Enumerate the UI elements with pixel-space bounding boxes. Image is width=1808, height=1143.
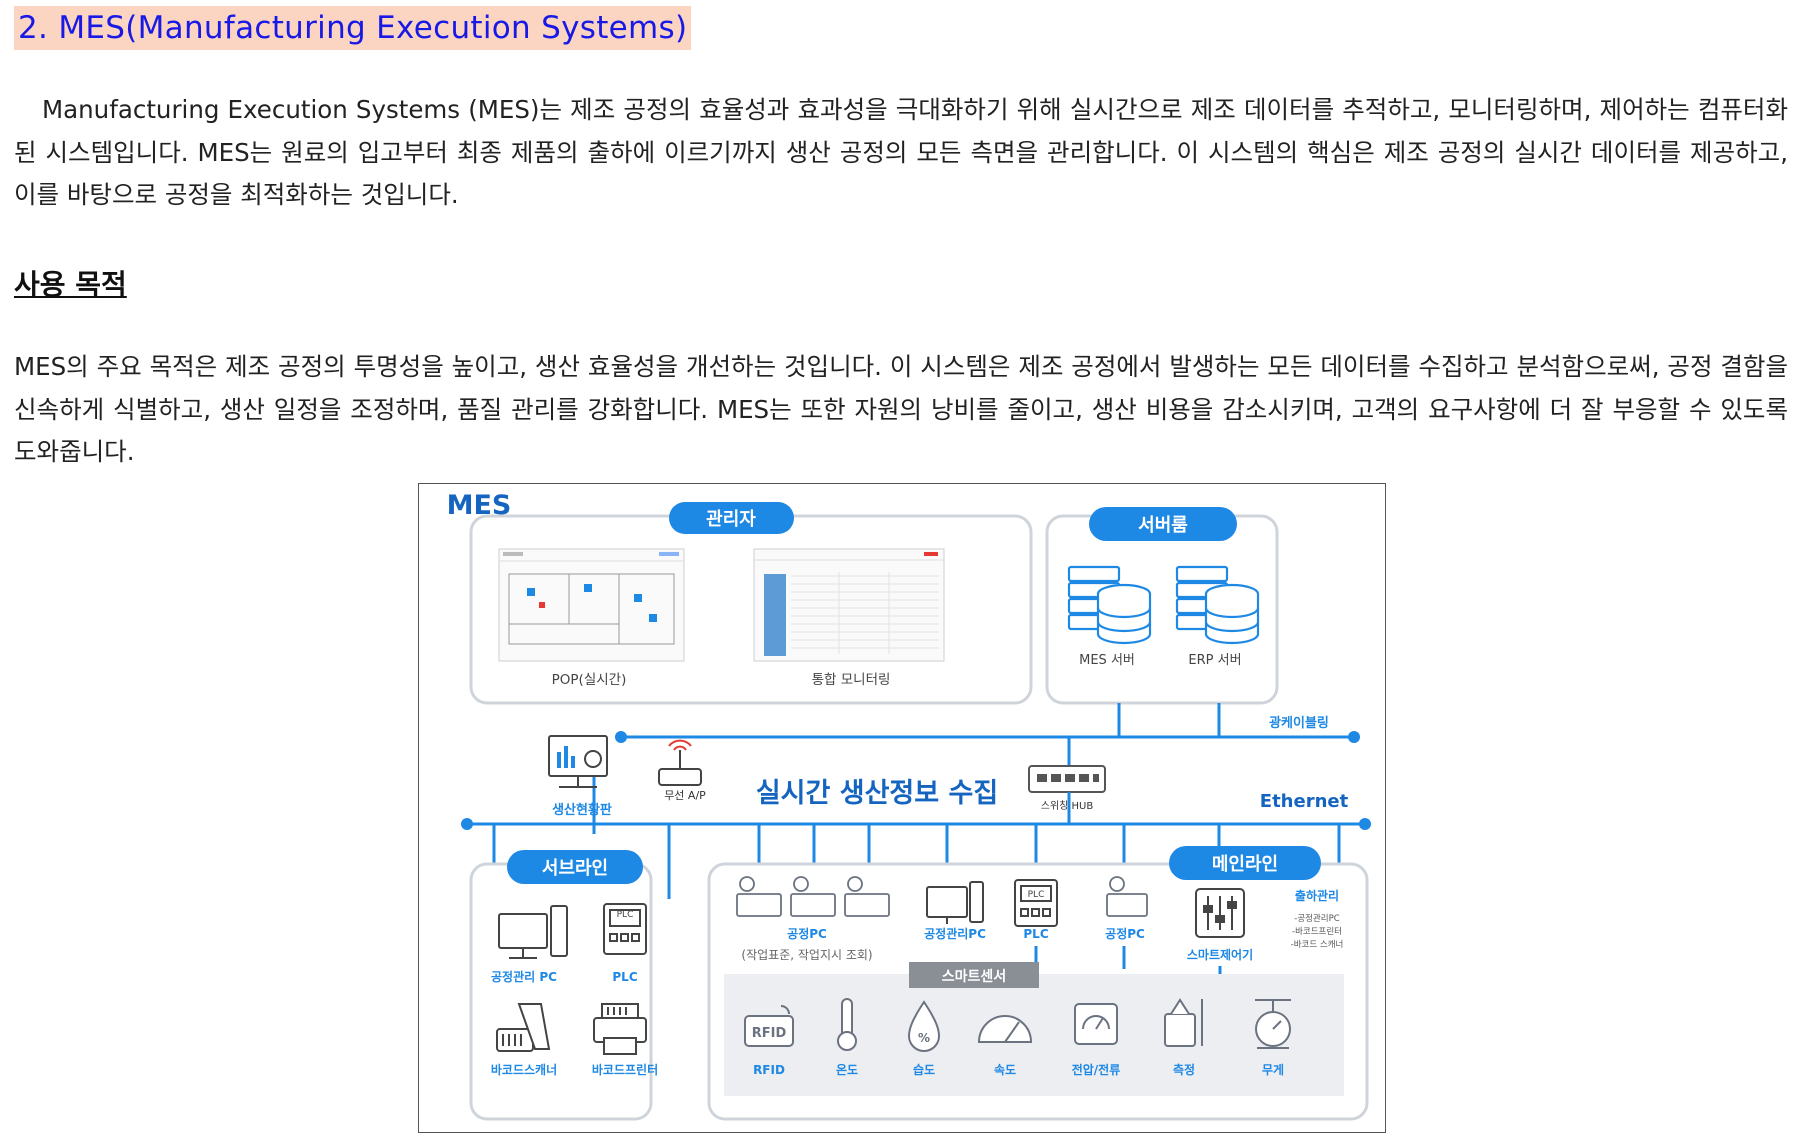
smart-sensor-panel [724,974,1344,1096]
fiber-lines [592,703,1354,834]
shipping-item: -바코드프린터 [1292,926,1342,937]
scale-icon [1255,999,1291,1049]
worker-pc-icon [736,876,890,917]
rfid-icon: RFID [744,1005,794,1047]
switching-hub-icon [1028,765,1106,793]
smart-sensor-badge-label: 스마트센서 [942,969,1006,985]
smart-controller-icon [1195,888,1245,938]
main-line-badge-label: 메인라인 [1212,854,1278,875]
sensor-label-rfid: RFID [753,1063,785,1077]
intro-paragraph: Manufacturing Execution Systems (MES)는 제… [14,95,1788,209]
main-plc-icon [1014,879,1058,927]
fiber-node [1348,731,1360,743]
worker-pc-2-icon [1106,876,1148,917]
smart-controller-label: 스마트제어기 [1187,947,1253,962]
purpose-subheading: 사용 목적 [14,268,127,301]
sensor-label-temperature: 온도 [836,1062,858,1077]
monitoring-screen-icon [753,548,945,662]
sensor-label-humidity: 습도 [913,1063,935,1077]
pop-label: POP(실시간) [552,672,627,688]
main-process-pc-label: 공정PC [787,926,827,941]
monitoring-label: 통합 모니터링 [812,672,891,688]
main-process-mgmt-pc-icon [926,881,984,924]
board-label: 생산현황판 [552,802,612,818]
admin-badge [669,502,794,534]
sub-process-pc-label: 공정관리 PC [491,969,557,984]
sub-plc-label: PLC [612,970,637,984]
center-label: 실시간 생산정보 수집 [756,778,998,809]
barcode-printer-label: 바코드프린터 [592,1062,658,1077]
erp-server-label: ERP 서버 [1188,653,1241,668]
sensor-label-speed: 속도 [994,1063,1016,1077]
main-process-mgmt-pc-label: 공정관리PC [924,926,986,941]
sub-line-box [469,862,653,1121]
humidity-icon: % [907,1000,941,1052]
erp-server-icon [1175,565,1260,645]
main-plc-screen-text: PLC [1028,890,1045,900]
sub-line-badge [507,850,643,884]
shipping-item: -바코드 스캐너 [1291,939,1344,950]
server-room-badge [1089,507,1237,541]
barcode-printer-icon [593,1003,647,1055]
ethernet-lines [467,792,1365,899]
barcode-scanner-icon [496,1003,551,1052]
section-heading: 2. MES(Manufacturing Execution Systems) [14,6,692,50]
main-process-pc-2-label: 공정PC [1105,926,1145,941]
mes-server-icon [1067,565,1152,645]
smart-sensor-badge [909,962,1039,988]
switch-hub-label: 스위칭 HUB [1041,799,1094,812]
server-room-badge-label: 서버룸 [1138,515,1188,536]
mes-server-label: MES 서버 [1079,653,1135,668]
admin-badge-label: 관리자 [706,509,756,530]
main-process-pc-note: (작업표준, 작업지시 조회) [741,948,872,962]
speed-gauge-icon [977,1015,1033,1043]
svg-text:RFID: RFID [752,1026,787,1041]
fiber-label: 광케이블링 [1269,715,1329,731]
shipping-label: 출하관리 [1295,888,1339,903]
sub-line-badge-label: 서브라인 [542,858,608,879]
sensor-label-weight: 무게 [1262,1063,1284,1077]
sensor-label-measure: 측정 [1173,1062,1195,1077]
thermometer-icon [837,998,857,1051]
sub-plc-screen-text: PLC [617,910,634,920]
main-line-badge [1169,846,1321,880]
sensor-label-voltage: 전압/전류 [1072,1062,1121,1077]
purpose-paragraph: MES의 주요 목적은 제조 공정의 투명성을 높이고, 생산 효율성을 개선하… [14,352,1788,466]
voltmeter-icon [1074,1003,1118,1045]
pop-screen-icon [498,548,685,662]
main-plc-label: PLC [1023,927,1048,941]
barcode-scanner-label: 바코드스캐너 [491,1062,557,1077]
ethernet-label: Ethernet [1260,791,1349,812]
svg-text:%: % [918,1031,930,1045]
fiber-node [615,731,627,743]
production-board-icon [548,735,608,788]
ethernet-node [1359,818,1371,830]
ethernet-node [461,818,473,830]
sub-process-pc-icon [498,905,568,959]
wireless-ap-label: 무선 A/P [664,789,706,802]
shipping-item: -공정관리PC [1294,913,1339,924]
sub-plc-icon [603,903,647,955]
measurement-icon [1164,998,1203,1047]
mes-diagram: MES 관리자 POP(실시간) [418,483,1386,1133]
wireless-ap-icon [658,739,702,786]
